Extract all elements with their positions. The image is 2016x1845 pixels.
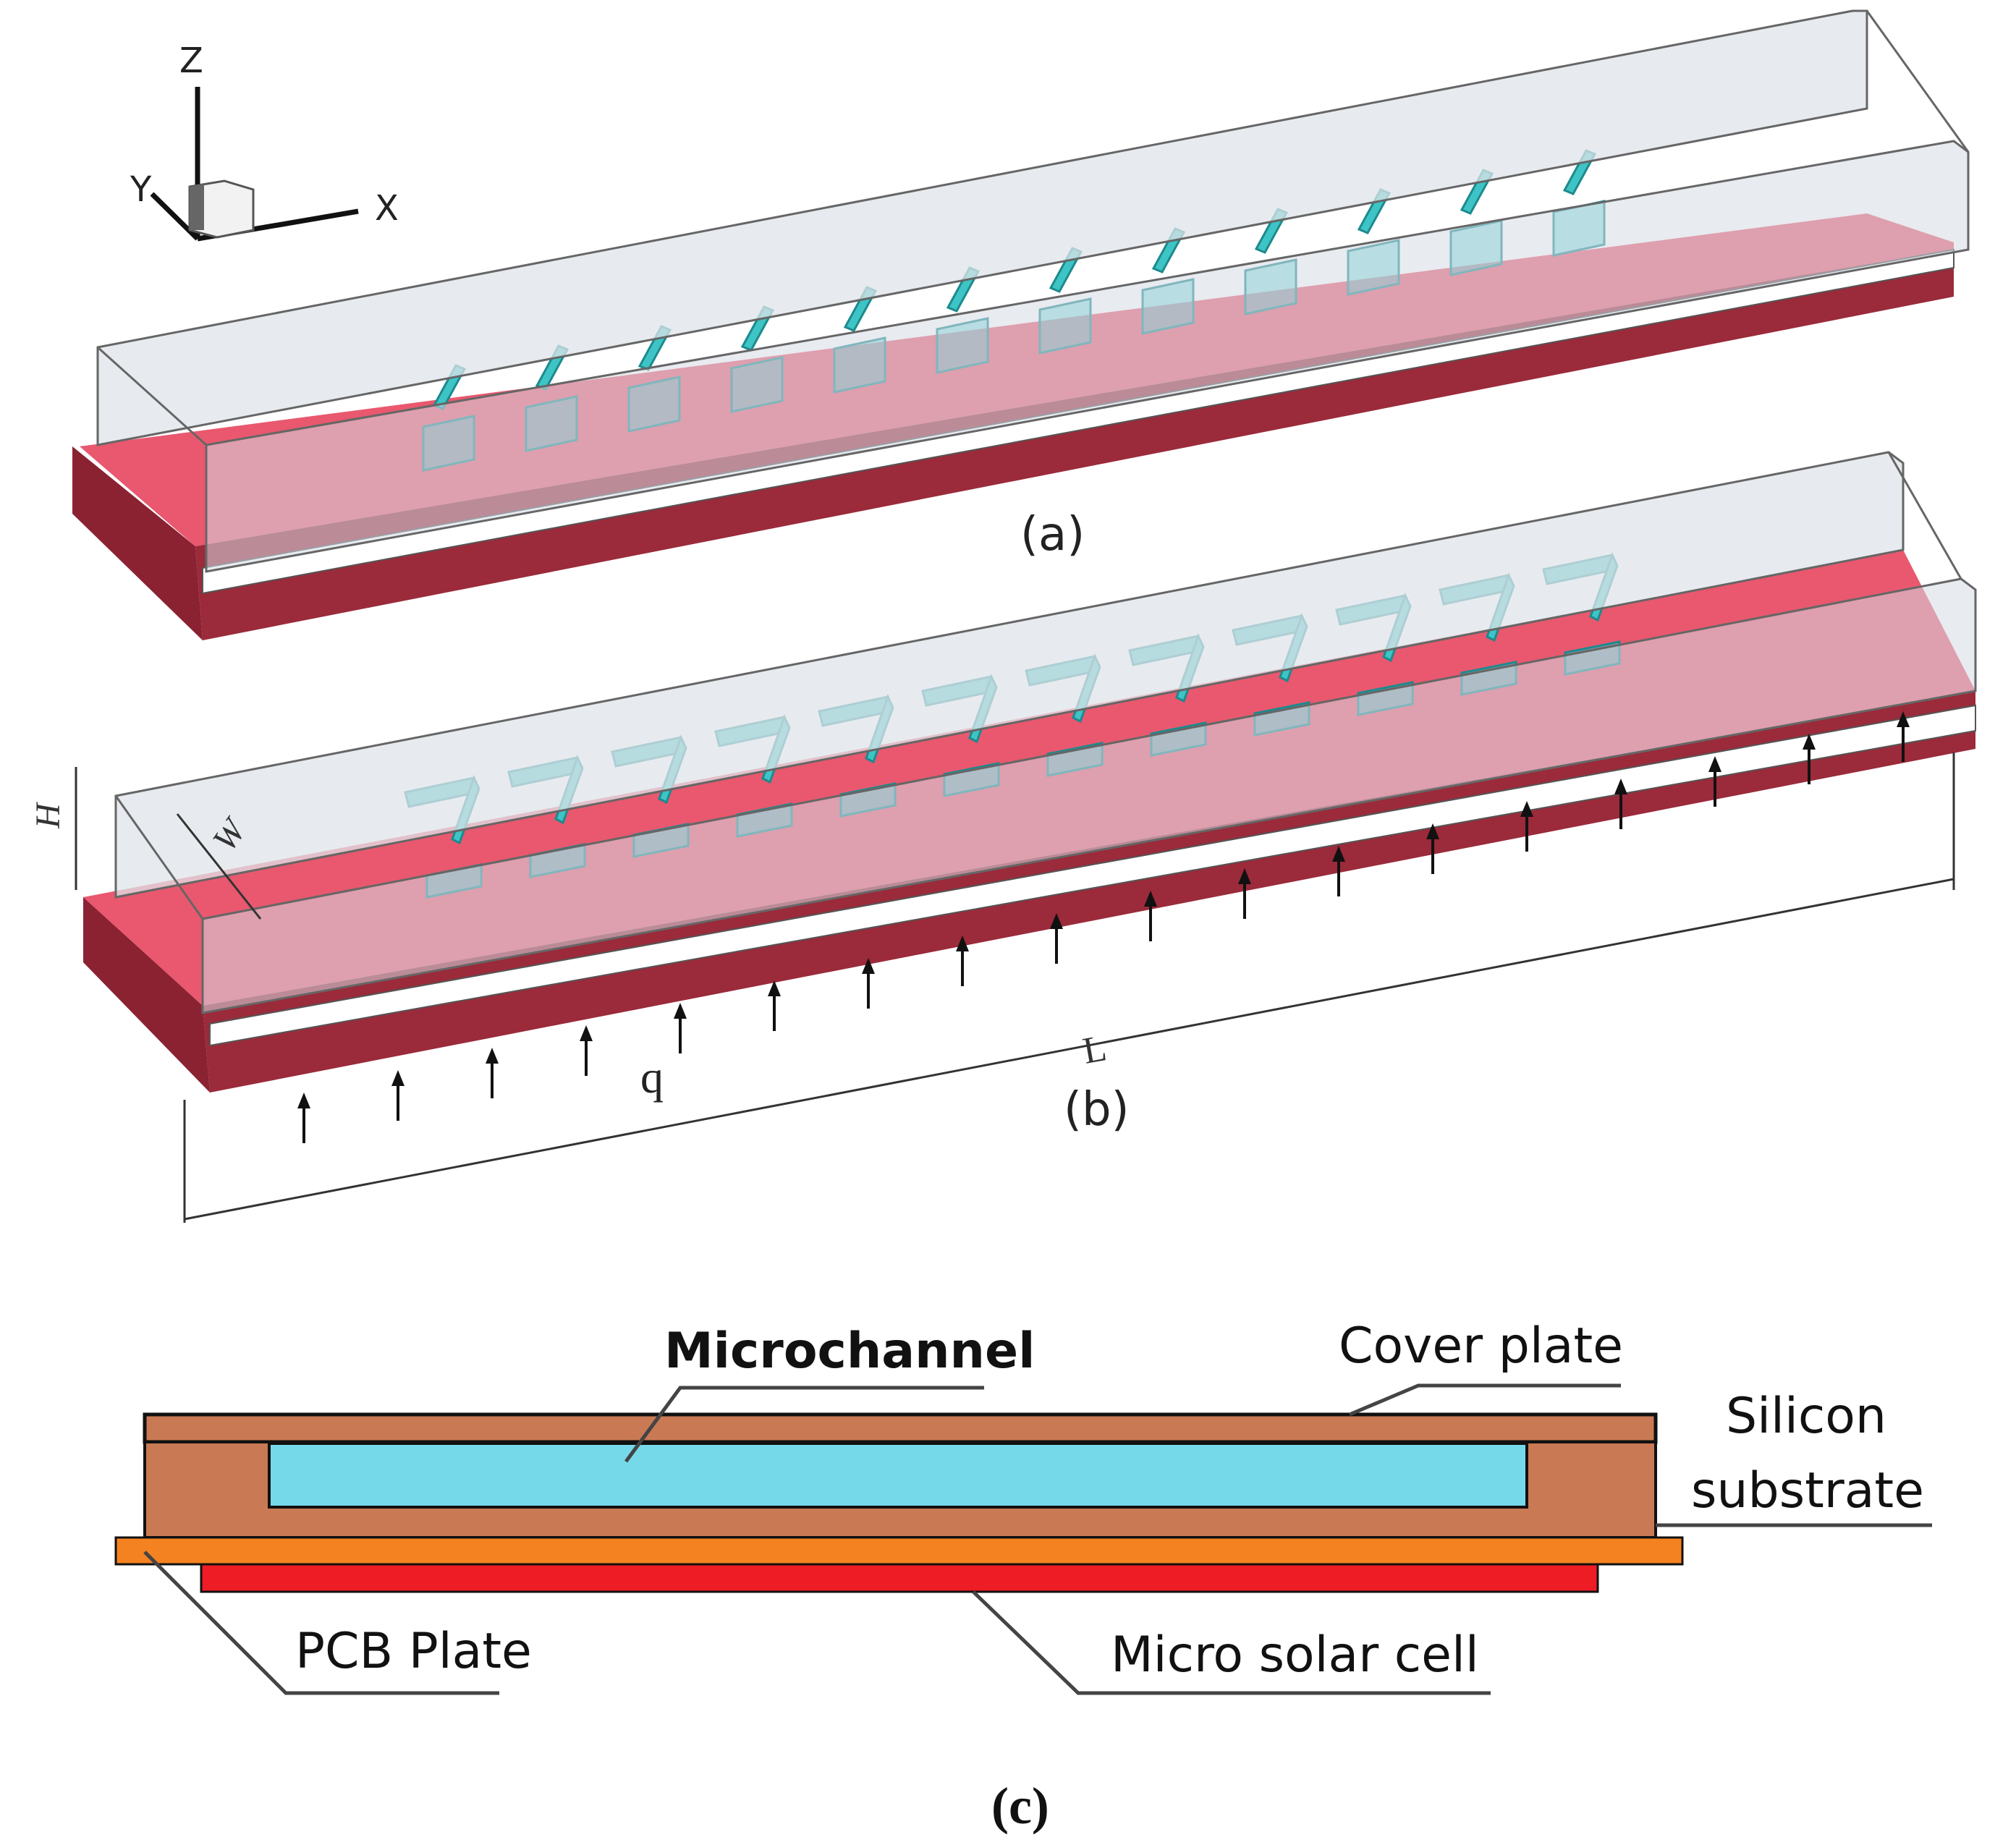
cover-plate-leader — [1349, 1383, 1621, 1417]
pcb-leader — [143, 1551, 499, 1695]
arrow-head — [862, 958, 875, 974]
heat-flux-arrows — [297, 711, 1910, 1143]
axis-cube-shadow — [190, 184, 204, 230]
arrow-head — [1708, 756, 1721, 772]
up-arrow-icon — [1238, 868, 1251, 919]
q-label: q — [640, 1051, 664, 1103]
up-arrow-icon — [768, 980, 781, 1031]
arrow-head — [391, 1070, 405, 1086]
up-arrow-icon — [580, 1025, 593, 1076]
silicon-label-line1: Silicon — [1726, 1388, 1886, 1445]
cover-plate-label: Cover plate — [1339, 1318, 1623, 1375]
micro-solar-cell-label: Micro solar cell — [1111, 1626, 1479, 1684]
pcb-plate-label: PCB Plate — [295, 1623, 532, 1680]
cover-plate — [143, 1412, 1658, 1444]
panel-b: H W L q (b) — [29, 451, 1977, 1223]
caption-c: (c) — [991, 1777, 1049, 1835]
z-axis-label: Z — [179, 41, 203, 81]
arrow-head — [674, 1003, 687, 1019]
glass-back-wall-b — [114, 451, 1905, 899]
l-label: L — [1080, 1027, 1109, 1072]
glass-back-wall-a — [96, 9, 1868, 446]
y-axis-label: Y — [130, 169, 152, 210]
up-arrow-icon — [1520, 801, 1533, 852]
arrow-head — [1050, 913, 1063, 929]
arrow-head — [580, 1025, 593, 1041]
caption-b: (b) — [1064, 1083, 1130, 1137]
glass-channel-a — [96, 9, 1970, 573]
w-dimension-line — [176, 813, 262, 920]
up-arrow-icon — [1144, 891, 1157, 941]
glass-top-edge-b — [114, 795, 204, 920]
dimension-lines — [75, 752, 1955, 1223]
h-label: H — [29, 802, 67, 829]
glass-top-edge-r-a — [1865, 10, 1970, 153]
l-dimension-line — [184, 878, 1954, 1221]
glass-top-edge-a — [96, 346, 208, 446]
panel-c: Microchannel Cover plate Silicon substra… — [114, 1318, 1932, 1835]
glass-channel-b — [114, 451, 1977, 1014]
up-arrow-icon — [297, 1093, 310, 1143]
arrow-head — [297, 1093, 310, 1108]
up-arrow-icon — [1803, 734, 1816, 784]
microchannel-leader — [624, 1386, 984, 1463]
arrow-head — [1520, 801, 1533, 817]
solar-leader — [972, 1590, 1491, 1695]
white-band-b — [209, 704, 1976, 1047]
caption-a: (a) — [1020, 508, 1085, 561]
arrow-head — [956, 936, 969, 951]
up-arrow-icon — [1708, 756, 1721, 807]
up-arrow-icon — [1897, 711, 1910, 762]
up-arrow-icon — [391, 1070, 405, 1121]
up-arrow-icon — [1426, 823, 1439, 874]
glass-front-wall-a — [205, 140, 1970, 573]
up-arrow-icon — [1332, 846, 1345, 896]
microchannel-cavity — [268, 1442, 1528, 1509]
glass-top-edge-r-b — [1887, 451, 1962, 580]
arrow-head — [1614, 779, 1627, 794]
substrate-left-a — [72, 446, 203, 640]
micro-solar-cell — [200, 1563, 1599, 1593]
arrow-head — [1426, 823, 1439, 839]
x-axis-label: X — [375, 188, 399, 229]
up-arrow-icon — [1050, 913, 1063, 964]
arrow-head — [1238, 868, 1251, 884]
glass-front-wall-b — [201, 577, 1977, 1014]
arrow-head — [768, 980, 781, 996]
leader-lines — [143, 1383, 1932, 1695]
silicon-label-line2: substrate — [1691, 1462, 1924, 1519]
substrate-left-b — [83, 897, 210, 1093]
up-arrow-icon — [956, 936, 969, 986]
arrow-head — [1144, 891, 1157, 907]
axis-triad — [150, 87, 359, 242]
arrow-head — [1803, 734, 1816, 750]
arrow-head — [1332, 846, 1345, 862]
arrow-head — [486, 1048, 499, 1064]
microchannel-label: Microchannel — [664, 1323, 1035, 1380]
up-arrow-icon — [486, 1048, 499, 1098]
up-arrow-icon — [674, 1003, 687, 1053]
pcb-plate — [114, 1536, 1684, 1566]
up-arrow-icon — [862, 958, 875, 1009]
up-arrow-icon — [1614, 779, 1627, 829]
arrow-head — [1897, 711, 1910, 727]
panel-a: Z Y X (a) — [72, 9, 1970, 640]
